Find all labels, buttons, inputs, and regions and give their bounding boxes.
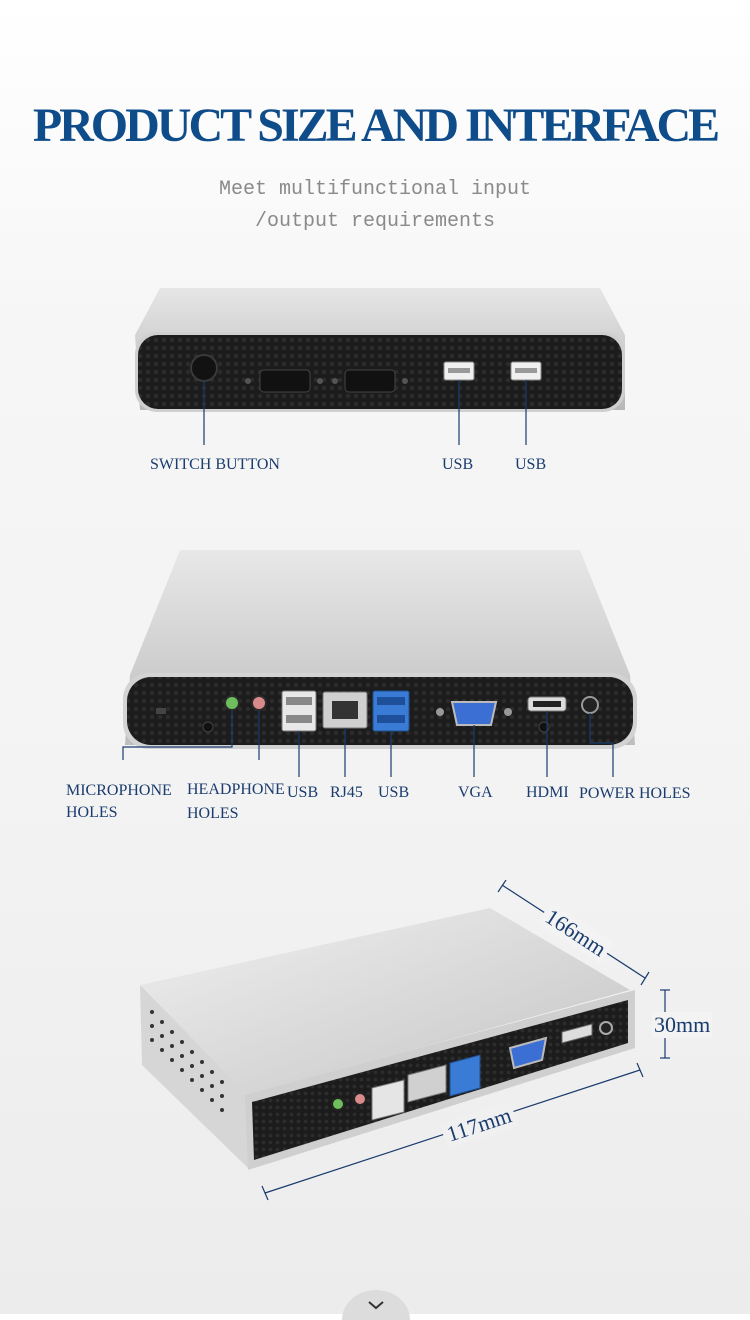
label-power-holes: POWER HOLES <box>579 785 691 802</box>
chevron-down-icon <box>368 1301 384 1310</box>
headphone-jack-icon <box>251 695 267 711</box>
page-title: PRODUCT SIZE AND INTERFACE <box>32 99 720 152</box>
subtitle-line-1: Meet multifunctional input <box>218 178 532 201</box>
serial-port-1-icon <box>259 369 311 393</box>
page-subtitle: Meet multifunctional input /output requi… <box>0 174 750 238</box>
label-usb-front-2: USB <box>515 456 547 473</box>
switch-button-icon <box>190 354 218 382</box>
label-headphone-holes: HEADPHONE HOLES <box>187 781 285 822</box>
label-hdmi: HDMI <box>526 784 569 801</box>
label-usb-rear-2: USB <box>378 784 410 801</box>
label-rj45: RJ45 <box>330 784 363 801</box>
device-dimension-view <box>140 880 670 1201</box>
label-switch-button: SWITCH BUTTON <box>150 456 280 473</box>
label-microphone-holes: MICROPHONE HOLES <box>66 782 172 821</box>
scroll-next-tab[interactable] <box>342 1290 410 1320</box>
vga-port-icon <box>450 701 498 726</box>
dimension-height: 30mm <box>652 1012 713 1038</box>
label-usb-front-1: USB <box>442 456 474 473</box>
label-usb-rear-1: USB <box>287 784 319 801</box>
device-rear-view <box>122 550 637 777</box>
label-vga: VGA <box>458 784 493 801</box>
mic-jack-3d-icon <box>331 1097 345 1111</box>
headphone-jack-3d-icon <box>353 1092 367 1106</box>
serial-port-2-icon <box>344 369 396 393</box>
device-front-view <box>135 288 625 445</box>
power-jack-icon <box>581 696 599 714</box>
subtitle-line-2: /output requirements <box>254 210 496 233</box>
microphone-jack-icon <box>224 695 240 711</box>
